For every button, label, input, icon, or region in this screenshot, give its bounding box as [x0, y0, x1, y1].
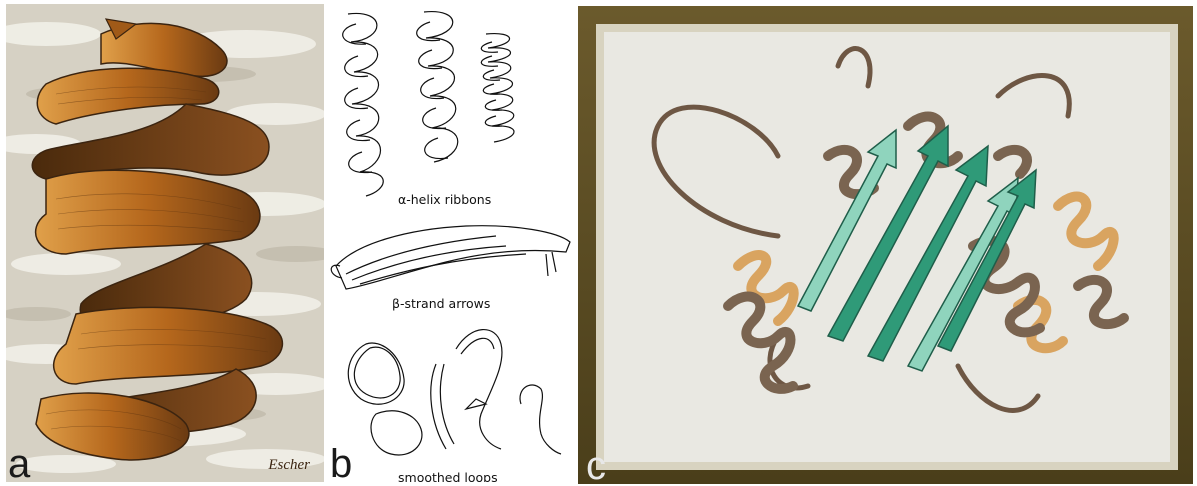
- panel-letter-a: a: [8, 444, 30, 482]
- caption-strand-arrows: β-strand arrows: [392, 296, 490, 311]
- caption-helix-ribbons: α-helix ribbons: [398, 192, 491, 207]
- panel-a-escher-artwork: Escher a: [6, 4, 324, 482]
- panel-b-ribbon-sketches: α-helix ribbons β-strand arrows smoothed…: [326, 4, 576, 482]
- panel-c-framed-protein: c: [578, 6, 1193, 484]
- panel-b-sketch-canvas: [326, 4, 576, 482]
- helix-ribbon-sketch: [343, 12, 514, 196]
- loop-sketch: [348, 330, 561, 455]
- strand-arrow-sketch: [331, 226, 570, 289]
- caption-smoothed-loops: smoothed loops: [398, 470, 498, 482]
- panel-letter-b: b: [330, 444, 352, 482]
- panel-letter-c: c: [586, 446, 606, 484]
- escher-signature: Escher: [268, 457, 310, 474]
- escher-rind-artwork: [6, 4, 324, 482]
- protein-ribbon-drawing: [578, 6, 1193, 484]
